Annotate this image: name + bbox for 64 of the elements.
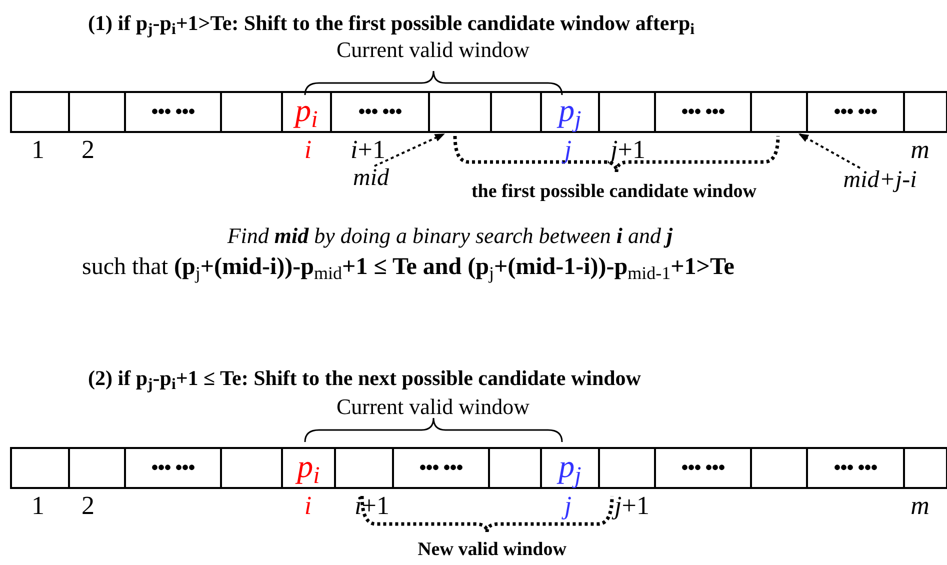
array-cell (598, 447, 656, 489)
element-label: p$_{j}$ (558, 450, 582, 486)
index-label: j (564, 490, 572, 522)
array-cell (488, 447, 542, 489)
index-label: i (304, 134, 312, 166)
index-label: 2 (82, 490, 94, 522)
ellipsis: ••• ••• (358, 102, 402, 122)
element-cell (281, 447, 336, 489)
brace-label: the first possible candidate window (471, 180, 757, 204)
array-cell (68, 91, 126, 133)
array-cell (750, 447, 808, 489)
ellipsis-cell (806, 91, 905, 133)
array-cell (598, 91, 656, 133)
ellipsis-cell (330, 91, 430, 133)
brace-label: Current valid window (336, 36, 530, 64)
formula-text: such that (p$_{j}$+(mid-i))-p$_{mid}$+1 ≤ Te and (p$_{j}$+(mid-1-i))-p$_{mid-1}$+1>Te (82, 253, 734, 282)
ellipsis-cell (124, 447, 222, 489)
ellipsis: ••• ••• (834, 458, 878, 478)
brace-label: Current valid window (336, 393, 530, 420)
array-cell (428, 91, 492, 133)
note-text: Find mid by doing a binary search between i and j (227, 222, 673, 250)
array-cell (68, 447, 126, 489)
element-label: p$_{i}$ (297, 450, 320, 486)
array-cell (334, 447, 394, 489)
ellipsis-cell (806, 447, 905, 489)
heading: (1) if p$_{j}$-p$_{i}$+1>Te: Shift to the first possible candidate window afterp$_{i}$ (88, 10, 695, 36)
pointer-label: mid+j-i (830, 168, 930, 192)
ellipsis: ••• ••• (681, 102, 725, 122)
ellipsis-cell (654, 91, 752, 133)
index-label: i+1 (350, 134, 386, 166)
index-label: 2 (82, 134, 94, 166)
element-cell (281, 91, 332, 133)
array-cell (10, 91, 70, 133)
ellipsis: ••• ••• (834, 102, 878, 122)
array-cell (220, 91, 283, 133)
array-cell (490, 91, 542, 133)
brace-label: New valid window (418, 538, 566, 562)
ellipsis: ••• ••• (419, 458, 463, 478)
array-cell (10, 447, 70, 489)
array-cell (750, 91, 808, 133)
index-label: 1 (32, 134, 44, 166)
array-cell (903, 447, 947, 489)
leader-arrow (798, 133, 860, 169)
leader-arrow (374, 133, 445, 167)
index-label: i (304, 490, 312, 522)
element-label: p$_{i}$ (295, 94, 318, 130)
index-label: j (564, 134, 572, 166)
ellipsis-cell (124, 91, 222, 133)
array-cell (220, 447, 283, 489)
index-label: m (910, 134, 930, 166)
ellipsis-cell (392, 447, 490, 489)
index-label: i+1 (354, 490, 390, 522)
element-cell (540, 91, 600, 133)
pointer-label: mid (336, 166, 406, 190)
element-label: p$_{j}$ (558, 94, 582, 130)
ellipsis-cell (654, 447, 752, 489)
array-cell (903, 91, 947, 133)
ellipsis: ••• ••• (151, 458, 195, 478)
heading: (2) if p$_{j}$-p$_{i}$+1 ≤ Te: Shift to the next possible candidate window (88, 365, 641, 392)
element-cell (540, 447, 600, 489)
index-label: 1 (32, 490, 44, 522)
index-label: m (910, 490, 930, 522)
ellipsis: ••• ••• (151, 102, 195, 122)
ellipsis: ••• ••• (681, 458, 725, 478)
